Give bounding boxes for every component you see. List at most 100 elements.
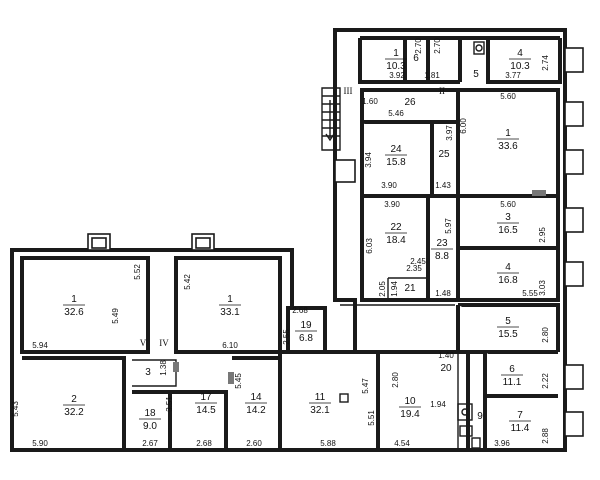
dimension-label: 3.92 — [389, 71, 405, 80]
dimension-label: 2.70 — [414, 38, 423, 54]
room-area: 10.3 — [386, 61, 406, 72]
room-number: 1 — [71, 294, 77, 305]
room-r-6: 611.1 — [501, 364, 523, 388]
room-number: 18 — [144, 408, 156, 419]
dimension-label: 4.54 — [394, 439, 410, 448]
dimension-label: 2.22 — [541, 373, 550, 389]
dimension-label: 2.74 — [541, 55, 550, 71]
dimension-label: 5.42 — [183, 274, 192, 290]
room-r-top-4: 410.3 — [509, 48, 531, 72]
room-r-7: 711.4 — [509, 410, 531, 434]
room-number: 3 — [505, 212, 511, 223]
room-r-3b: 3 — [145, 367, 151, 378]
dimension-label: 5.97 — [444, 218, 453, 234]
dimension-label: 5.45 — [234, 373, 243, 389]
room-area: 33.6 — [498, 141, 518, 152]
room-r-top-1: 110.3 — [385, 48, 407, 72]
room-number: 24 — [390, 144, 402, 155]
dimension-label: 2.80 — [391, 372, 400, 388]
room-r-4: 416.8 — [497, 262, 519, 286]
room-area: 11.4 — [511, 423, 530, 434]
room-r-mid-1: 133.1 — [219, 294, 241, 318]
room-area: 16.8 — [498, 275, 518, 286]
room-number: 5 — [473, 69, 479, 80]
room-number: 9 — [477, 411, 483, 422]
room-number: 1 — [227, 294, 233, 305]
dimension-label: 5.60 — [500, 92, 516, 101]
dimension-label: 6.00 — [459, 118, 468, 134]
dimension-label: 1.38 — [159, 360, 168, 376]
hatch-marks — [173, 190, 546, 384]
staircase — [321, 87, 341, 151]
section-mark: II — [439, 86, 445, 96]
room-number: 22 — [390, 222, 402, 233]
dimension-label: 5.90 — [32, 439, 48, 448]
dimension-label: 5.43 — [11, 401, 20, 417]
room-area: 33.1 — [220, 307, 240, 318]
dimension-label: 1.60 — [362, 97, 378, 106]
room-number: 20 — [440, 363, 452, 374]
room-r-20: 20 — [440, 363, 452, 374]
room-area: 6.8 — [299, 333, 313, 344]
dimension-label: 5.88 — [320, 439, 336, 448]
room-area: 10.3 — [510, 61, 530, 72]
room-r-top-6: 6 — [413, 53, 419, 64]
room-area: 11.1 — [503, 377, 522, 388]
dimension-label: 3.77 — [505, 71, 521, 80]
room-area: 14.5 — [196, 405, 216, 416]
dimension-label: 2.35 — [406, 264, 422, 273]
dimension-label: 2.60 — [246, 439, 262, 448]
room-r-21: 21 — [404, 283, 416, 294]
room-r-3: 316.5 — [497, 212, 519, 236]
dimension-label: 5.52 — [133, 264, 142, 280]
room-r-23: 238.8 — [431, 238, 453, 262]
room-number: 2 — [71, 394, 77, 405]
dimension-label: 6.03 — [365, 238, 374, 254]
room-r-25: 25 — [438, 149, 450, 160]
interior-walls — [20, 36, 562, 450]
room-number: 1 — [505, 128, 511, 139]
dimension-label: 1.94 — [390, 281, 399, 297]
room-r-5: 515.5 — [497, 316, 519, 340]
room-number: 21 — [404, 283, 416, 294]
dimension-label: 2.88 — [541, 428, 550, 444]
room-r-top-5: 5 — [473, 69, 479, 80]
dimension-label: 3.96 — [494, 439, 510, 448]
dimension-label: 2.70 — [433, 38, 442, 54]
dimension-label: 3.03 — [538, 280, 547, 296]
room-number: 19 — [300, 320, 312, 331]
section-mark: V — [140, 338, 147, 348]
dimension-label: 5.55 — [522, 289, 538, 298]
room-number: 23 — [436, 238, 448, 249]
room-area: 9.0 — [143, 421, 157, 432]
dimension-label: 1.40 — [438, 351, 454, 360]
room-r-big-1: 133.6 — [497, 128, 519, 152]
room-number: 11 — [315, 392, 326, 403]
room-number: 3 — [145, 367, 151, 378]
dimension-label: 3.97 — [445, 125, 454, 141]
dimension-label: 5.51 — [367, 410, 376, 426]
dimension-label: 2.55 — [282, 329, 291, 345]
room-r-2: 232.2 — [63, 394, 85, 418]
room-number: 6 — [509, 364, 515, 375]
room-r-left-1: 132.6 — [63, 294, 85, 318]
dimension-label: 2.05 — [378, 281, 387, 297]
room-area: 14.2 — [246, 405, 266, 416]
room-area: 16.5 — [498, 225, 518, 236]
dimension-label: 3.90 — [381, 181, 397, 190]
dimension-label: 5.46 — [388, 109, 404, 118]
room-number: 4 — [505, 262, 511, 273]
section-mark: IV — [159, 338, 169, 348]
room-area: 32.2 — [64, 407, 84, 418]
room-r-26: 26 — [404, 97, 416, 108]
dimension-label: 3.94 — [364, 152, 373, 168]
room-r-14: 14 14.2 — [245, 392, 267, 416]
dimension-label: 1.48 — [435, 289, 451, 298]
room-number: 17 — [200, 392, 212, 403]
room-number: 14 — [250, 392, 262, 403]
